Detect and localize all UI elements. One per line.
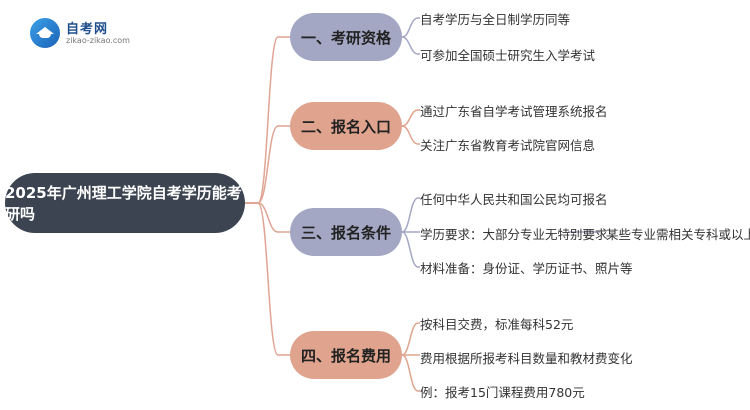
leaf-3-1: 任何中华人民共和国公民均可报名 [420, 192, 608, 207]
leaf-3-2-sub: 某些专业需相关专科或以上学历 [606, 227, 750, 242]
branch-node-3[interactable]: 三、报名条件 [290, 208, 402, 256]
site-logo[interactable]: 自考网 zikao-zikao.com [30, 18, 145, 54]
branch-node-4[interactable]: 四、报名费用 [290, 331, 402, 379]
leaf-4-1: 按科目交费，标准每科52元 [420, 317, 574, 332]
logo-subtitle: zikao-zikao.com [66, 36, 130, 45]
branch-node-1[interactable]: 一、考研资格 [290, 13, 402, 61]
leaf-4-3: 例：报考15门课程费用780元 [420, 385, 585, 400]
leaf-2-1: 通过广东省自学考试管理系统报名 [420, 104, 608, 119]
branch-4-connectors [401, 322, 420, 392]
root-node[interactable]: 2025年广州理工学院自考学历能考研吗 [5, 173, 245, 233]
branch-node-2[interactable]: 二、报名入口 [290, 102, 402, 150]
branch-1-connectors [401, 17, 420, 55]
leaf-4-2: 费用根据所报考科目数量和教材费变化 [420, 351, 633, 366]
graduation-cap-icon [30, 18, 60, 48]
leaf-3-2: 学历要求：大部分专业无特别要求 [420, 227, 608, 242]
branch-3-connectors [401, 197, 600, 268]
branch-2-connectors [401, 109, 420, 145]
leaf-3-3: 材料准备：身份证、学历证书、照片等 [420, 261, 633, 276]
logo-title: 自考网 [66, 22, 109, 37]
leaf-2-2: 关注广东省教育考试院官网信息 [420, 138, 596, 153]
leaf-1-1: 自考学历与全日制学历同等 [420, 12, 571, 27]
root-connectors [245, 36, 290, 356]
leaf-1-2: 可参加全国硕士研究生入学考试 [420, 48, 596, 63]
